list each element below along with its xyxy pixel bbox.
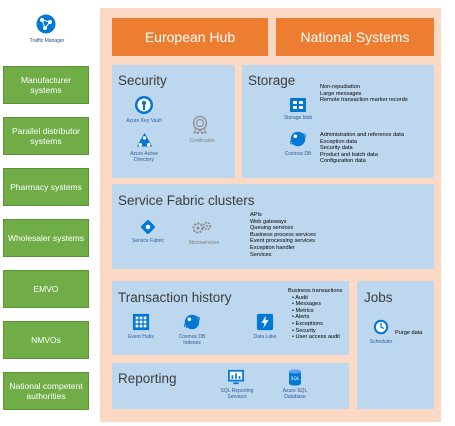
list-item: Queuing services (250, 225, 294, 232)
key-vault-icon (135, 96, 153, 114)
service-fabric-list: APIs Web gateways Queuing services Busin… (250, 212, 316, 258)
service-fabric-label: Service Fabric (132, 238, 164, 244)
cosmos-db-icon (289, 131, 307, 147)
scheduler-label: Scheduler (369, 339, 393, 345)
sidebar-item-national-authorities[interactable]: National competent authorities (3, 372, 89, 410)
list-item: Exception handler (250, 244, 295, 251)
traffic-manager-label: Traffic Manager (29, 38, 65, 44)
data-lake-label: Data Lake (253, 334, 277, 340)
security-title: Security (118, 73, 167, 88)
sidebar-item-nmvos[interactable]: NMVOs (3, 321, 89, 359)
storage-blob-list: Non-repudiation Large messages Remote tr… (320, 84, 408, 104)
list-item: Large messages (320, 90, 362, 97)
cosmos-db-indexes-icon (183, 314, 201, 330)
data-lake-icon (256, 313, 274, 331)
list-item: Web gateways (250, 218, 287, 225)
sql-database-icon: SQL (289, 369, 301, 386)
list-item: Metrics (295, 307, 314, 314)
sidebar-item-emvo[interactable]: EMVO (3, 270, 89, 308)
sidebar-item-wholesaler[interactable]: Wholesaler systems (3, 219, 89, 257)
list-item: Alerts (295, 314, 310, 321)
key-vault-label: Azure Key Vault (126, 118, 162, 124)
traffic-manager-icon (36, 14, 56, 34)
business-transactions-title: Business transactions (288, 288, 343, 294)
list-item: Security (295, 327, 316, 334)
list-item: Administration and reference data (320, 132, 404, 138)
business-transactions-list: Business transactions • Audit • Messages… (288, 288, 343, 341)
sql-reporting-icon (228, 369, 244, 385)
purge-data-label: Purge data (395, 330, 423, 336)
national-systems-header[interactable]: National Systems (276, 18, 434, 56)
svg-text:SQL: SQL (291, 376, 300, 382)
certificates-label: Certificates (189, 138, 215, 144)
service-fabric-icon (141, 220, 155, 234)
sidebar-item-parallel-distributor[interactable]: Parallel distributor systems (3, 117, 89, 155)
list-item: Services (250, 251, 272, 258)
service-fabric-panel: Service Fabric clusters Service Fabric M… (112, 184, 434, 269)
list-item: APIs (250, 212, 262, 218)
scheduler-icon (373, 319, 389, 335)
list-item: Security data (320, 145, 353, 152)
list-item: Messages (295, 301, 322, 308)
reporting-title: Reporting (118, 371, 177, 386)
active-directory-label: Azure Active Directory (130, 151, 158, 163)
jobs-title: Jobs (364, 290, 393, 305)
event-hubs-icon (132, 313, 150, 331)
security-panel: Security Azure Key Vault Azure Active Di… (112, 65, 235, 178)
european-hub-header[interactable]: European Hub (112, 18, 268, 56)
reporting-panel: Reporting SQL Reporting Services SQL Azu… (112, 363, 349, 409)
event-hubs-label: Event Hubs (128, 334, 154, 340)
storage-blob-label: Storage blob (283, 115, 313, 121)
sidebar-item-pharmacy[interactable]: Pharmacy systems (3, 168, 89, 206)
list-item: Remote transaction marker records (320, 97, 408, 104)
storage-panel: Storage Storage blob Non-repudiation Lar… (242, 65, 434, 178)
list-item: Product and batch data (320, 151, 378, 158)
microservices-label: Microservices (188, 240, 220, 246)
list-item: Business process services (250, 231, 316, 238)
cosmos-db-indexes-label: Cosmos DB Indexes (178, 334, 206, 346)
service-fabric-title: Service Fabric clusters (118, 193, 255, 208)
cosmos-db-label: Cosmos DB (284, 151, 312, 157)
sidebar-item-manufacturer[interactable]: Manufacturer systems (3, 66, 89, 104)
list-item: User access audit (295, 334, 340, 341)
jobs-panel: Jobs Scheduler Purge data (357, 281, 434, 409)
sql-reporting-label: SQL Reporting Services (220, 388, 254, 400)
storage-title: Storage (248, 73, 296, 88)
list-item: Event processing services (250, 238, 315, 245)
storage-blob-icon (290, 98, 306, 112)
cosmos-db-list: Administration and reference data Except… (320, 132, 404, 165)
certificate-icon (192, 115, 208, 134)
list-item: Exception data (320, 138, 358, 145)
microservices-icon (192, 221, 212, 234)
list-item: Non-repudiation (320, 84, 360, 90)
active-directory-icon (136, 132, 153, 147)
transaction-history-panel: Transaction history Event Hubs Cosmos DB… (112, 281, 349, 355)
list-item: Audit (295, 294, 308, 301)
sql-database-label: Azure SQL Database (282, 388, 308, 400)
list-item: Configuration data (320, 158, 366, 165)
list-item: Exceptions (295, 320, 323, 327)
transaction-history-title: Transaction history (118, 290, 232, 305)
